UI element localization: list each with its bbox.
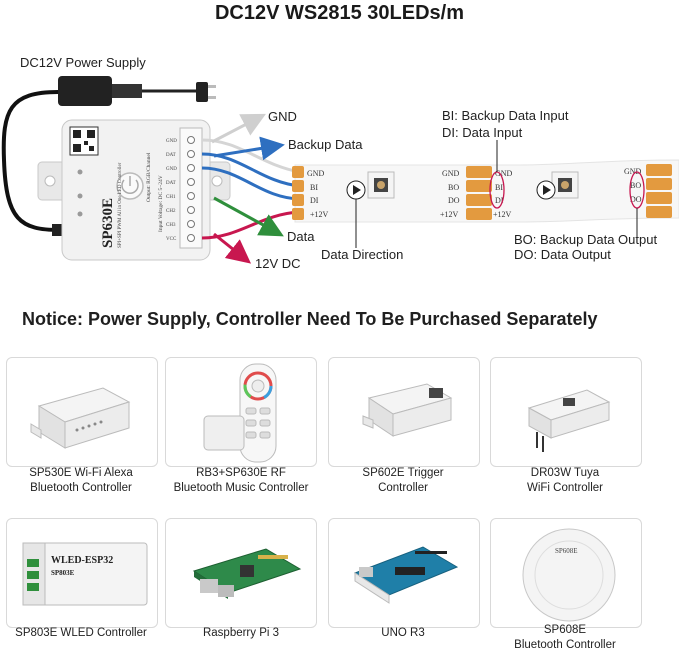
controller-spec-2: Output: RGB/Channel xyxy=(146,152,152,202)
pad-ra-3: +12V xyxy=(440,210,459,219)
led-chip xyxy=(367,171,395,199)
backup-wire xyxy=(201,152,301,188)
product-1-line2: Bluetooth Music Controller xyxy=(173,482,309,494)
backup-arrow xyxy=(213,136,285,161)
product-card-rb3-sp630e xyxy=(165,357,317,467)
product-7-line2: Bluetooth Controller xyxy=(514,639,616,651)
product-caption-7: SP608E Bluetooth Controller xyxy=(480,623,650,653)
product-0-line1: SP530E Wi-Fi Alexa xyxy=(29,467,133,479)
controller-spec-1: Input Voltage: DC 5~24V xyxy=(158,175,164,232)
product-0-line2: Bluetooth Controller xyxy=(30,482,132,494)
strip-pads xyxy=(292,164,672,220)
power-plug xyxy=(196,82,208,102)
di-annotation: DI: Data Input xyxy=(442,125,523,140)
product-4-line1: SP803E WLED Controller xyxy=(15,627,147,639)
product-card-uno-r3 xyxy=(328,518,480,628)
product-caption-4: SP803E WLED Controller xyxy=(0,626,166,641)
controller-model: SP630E xyxy=(100,198,116,248)
product-card-raspberry-pi xyxy=(165,518,317,628)
notice-text: Notice: Power Supply, Controller Need To… xyxy=(22,309,598,329)
pad-rb-1: BI xyxy=(495,183,503,192)
data-label: Data xyxy=(287,229,315,244)
pad-left-0: GND xyxy=(307,169,325,178)
page-title: DC12V WS2815 30LEDs/m xyxy=(214,2,464,24)
rb3-image xyxy=(203,363,277,463)
pad-end-0: GND xyxy=(624,167,642,176)
pad-ra-0: GND xyxy=(442,169,460,178)
pad-left-1: BI xyxy=(310,183,318,192)
product-1-line1: RB3+SP630E RF xyxy=(196,467,286,479)
pad-rb-3: +12V xyxy=(493,210,512,219)
gnd-arrow xyxy=(211,113,266,144)
product-2-line2: Controller xyxy=(378,482,428,494)
terminal-block xyxy=(179,127,203,249)
product-7-line1: SP608E xyxy=(543,624,587,636)
product-caption-6: UNO R3 xyxy=(318,626,488,641)
pin-label-7: VCC xyxy=(166,237,177,242)
pad-left-3: +12V xyxy=(310,210,329,219)
sp530e-image xyxy=(30,387,131,449)
product-2-line1: SP602E Trigger xyxy=(362,467,444,479)
pin-label-1: DAT xyxy=(166,153,176,158)
product-card-sp608e: SP608E xyxy=(490,518,642,628)
bi-annotation: BI: Backup Data Input xyxy=(442,108,569,123)
product-card-sp602e xyxy=(328,357,480,467)
sp803e-image: WLED-ESP32 SP803E xyxy=(22,542,148,606)
v12-label: 12V DC xyxy=(255,256,301,271)
pin-label-3: DAT xyxy=(166,181,176,186)
controller-pin-labels: GND DAT GND DAT CH1 CH2 CH3 VCC xyxy=(166,139,177,242)
power-wire xyxy=(201,210,301,240)
product-caption-1: RB3+SP630E RF Bluetooth Music Controller xyxy=(156,466,326,496)
wled-mark: WLED-ESP32 xyxy=(51,555,113,566)
product-3-line1: DR03W Tuya xyxy=(530,467,600,479)
data-arrow xyxy=(213,196,284,237)
pin-label-2: GND xyxy=(166,167,177,172)
direction-annotation: Data Direction xyxy=(321,247,404,262)
product-card-dr03w xyxy=(490,357,642,467)
pad-rb-2: DI xyxy=(495,196,504,205)
sp602e-image xyxy=(362,383,453,437)
data-wire xyxy=(201,166,301,201)
raspberry-pi-image xyxy=(192,548,302,599)
pad-end-2: DO xyxy=(630,195,642,204)
dr03w-image xyxy=(527,389,611,452)
do-annotation: DO: Data Output xyxy=(514,247,611,262)
pin-label-6: CH3 xyxy=(166,223,176,228)
pad-left-2: DI xyxy=(310,196,319,205)
gnd-label: GND xyxy=(268,109,297,124)
pad-end-1: BO xyxy=(630,181,641,190)
power-cable xyxy=(1,90,61,232)
pin-label-4: CH1 xyxy=(166,195,176,200)
product-5-line1: Raspberry Pi 3 xyxy=(202,627,280,639)
sp803e-mark: SP803E xyxy=(51,569,75,577)
sp608e-image: SP608E xyxy=(522,528,616,622)
product-card-sp803e: WLED-ESP32 SP803E xyxy=(6,518,158,628)
sp608e-mark: SP608E xyxy=(555,547,578,555)
uno-r3-image xyxy=(353,546,459,604)
controller-subtitle: SPI+SPI PWM All in One LED Controller xyxy=(118,162,123,248)
product-6-line1: UNO R3 xyxy=(381,627,425,639)
pin-label-5: CH2 xyxy=(166,209,176,214)
backup-data-label: Backup Data xyxy=(288,137,363,152)
pad-ra-1: BO xyxy=(448,183,459,192)
wiring-diagram: SP630E SPI+SPI PWM All in One LED Contro… xyxy=(1,76,679,264)
power-supply-label: DC12V Power Supply xyxy=(20,55,146,70)
product-caption-5: Raspberry Pi 3 xyxy=(156,626,326,641)
product-card-sp530e xyxy=(6,357,158,467)
power-supply xyxy=(58,76,112,106)
product-3-line2: WiFi Controller xyxy=(526,482,604,494)
power-arrow xyxy=(213,232,252,264)
pad-rb-0: GND xyxy=(495,169,513,178)
pad-ra-2: DO xyxy=(448,196,460,205)
pin-label-0: GND xyxy=(166,139,177,144)
bo-annotation: BO: Backup Data Output xyxy=(514,232,658,247)
